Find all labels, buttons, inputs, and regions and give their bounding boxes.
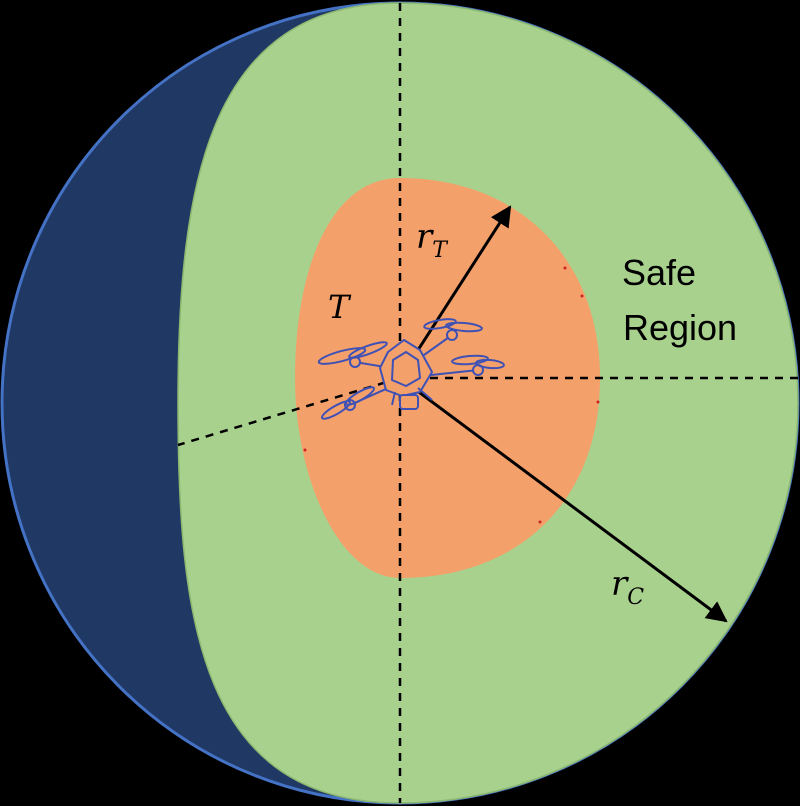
target-radius-symbol: r bbox=[416, 217, 434, 257]
safe-region-label-line1: Safe bbox=[622, 252, 696, 293]
dashed-axes bbox=[177, 3, 800, 803]
cluster-radius-label: rC bbox=[611, 564, 644, 610]
target-radius-subscript: T bbox=[432, 238, 449, 263]
cluster-radius-symbol: r bbox=[611, 564, 629, 604]
cluster-radius-arrow bbox=[399, 376, 728, 623]
target-radius-label: rT bbox=[416, 217, 449, 263]
cluster-radius-subscript: C bbox=[627, 585, 644, 610]
target-region-label: T bbox=[328, 288, 352, 326]
safe-region-label-line2: Region bbox=[623, 307, 737, 348]
quadcopter-drone-icon bbox=[317, 318, 505, 420]
